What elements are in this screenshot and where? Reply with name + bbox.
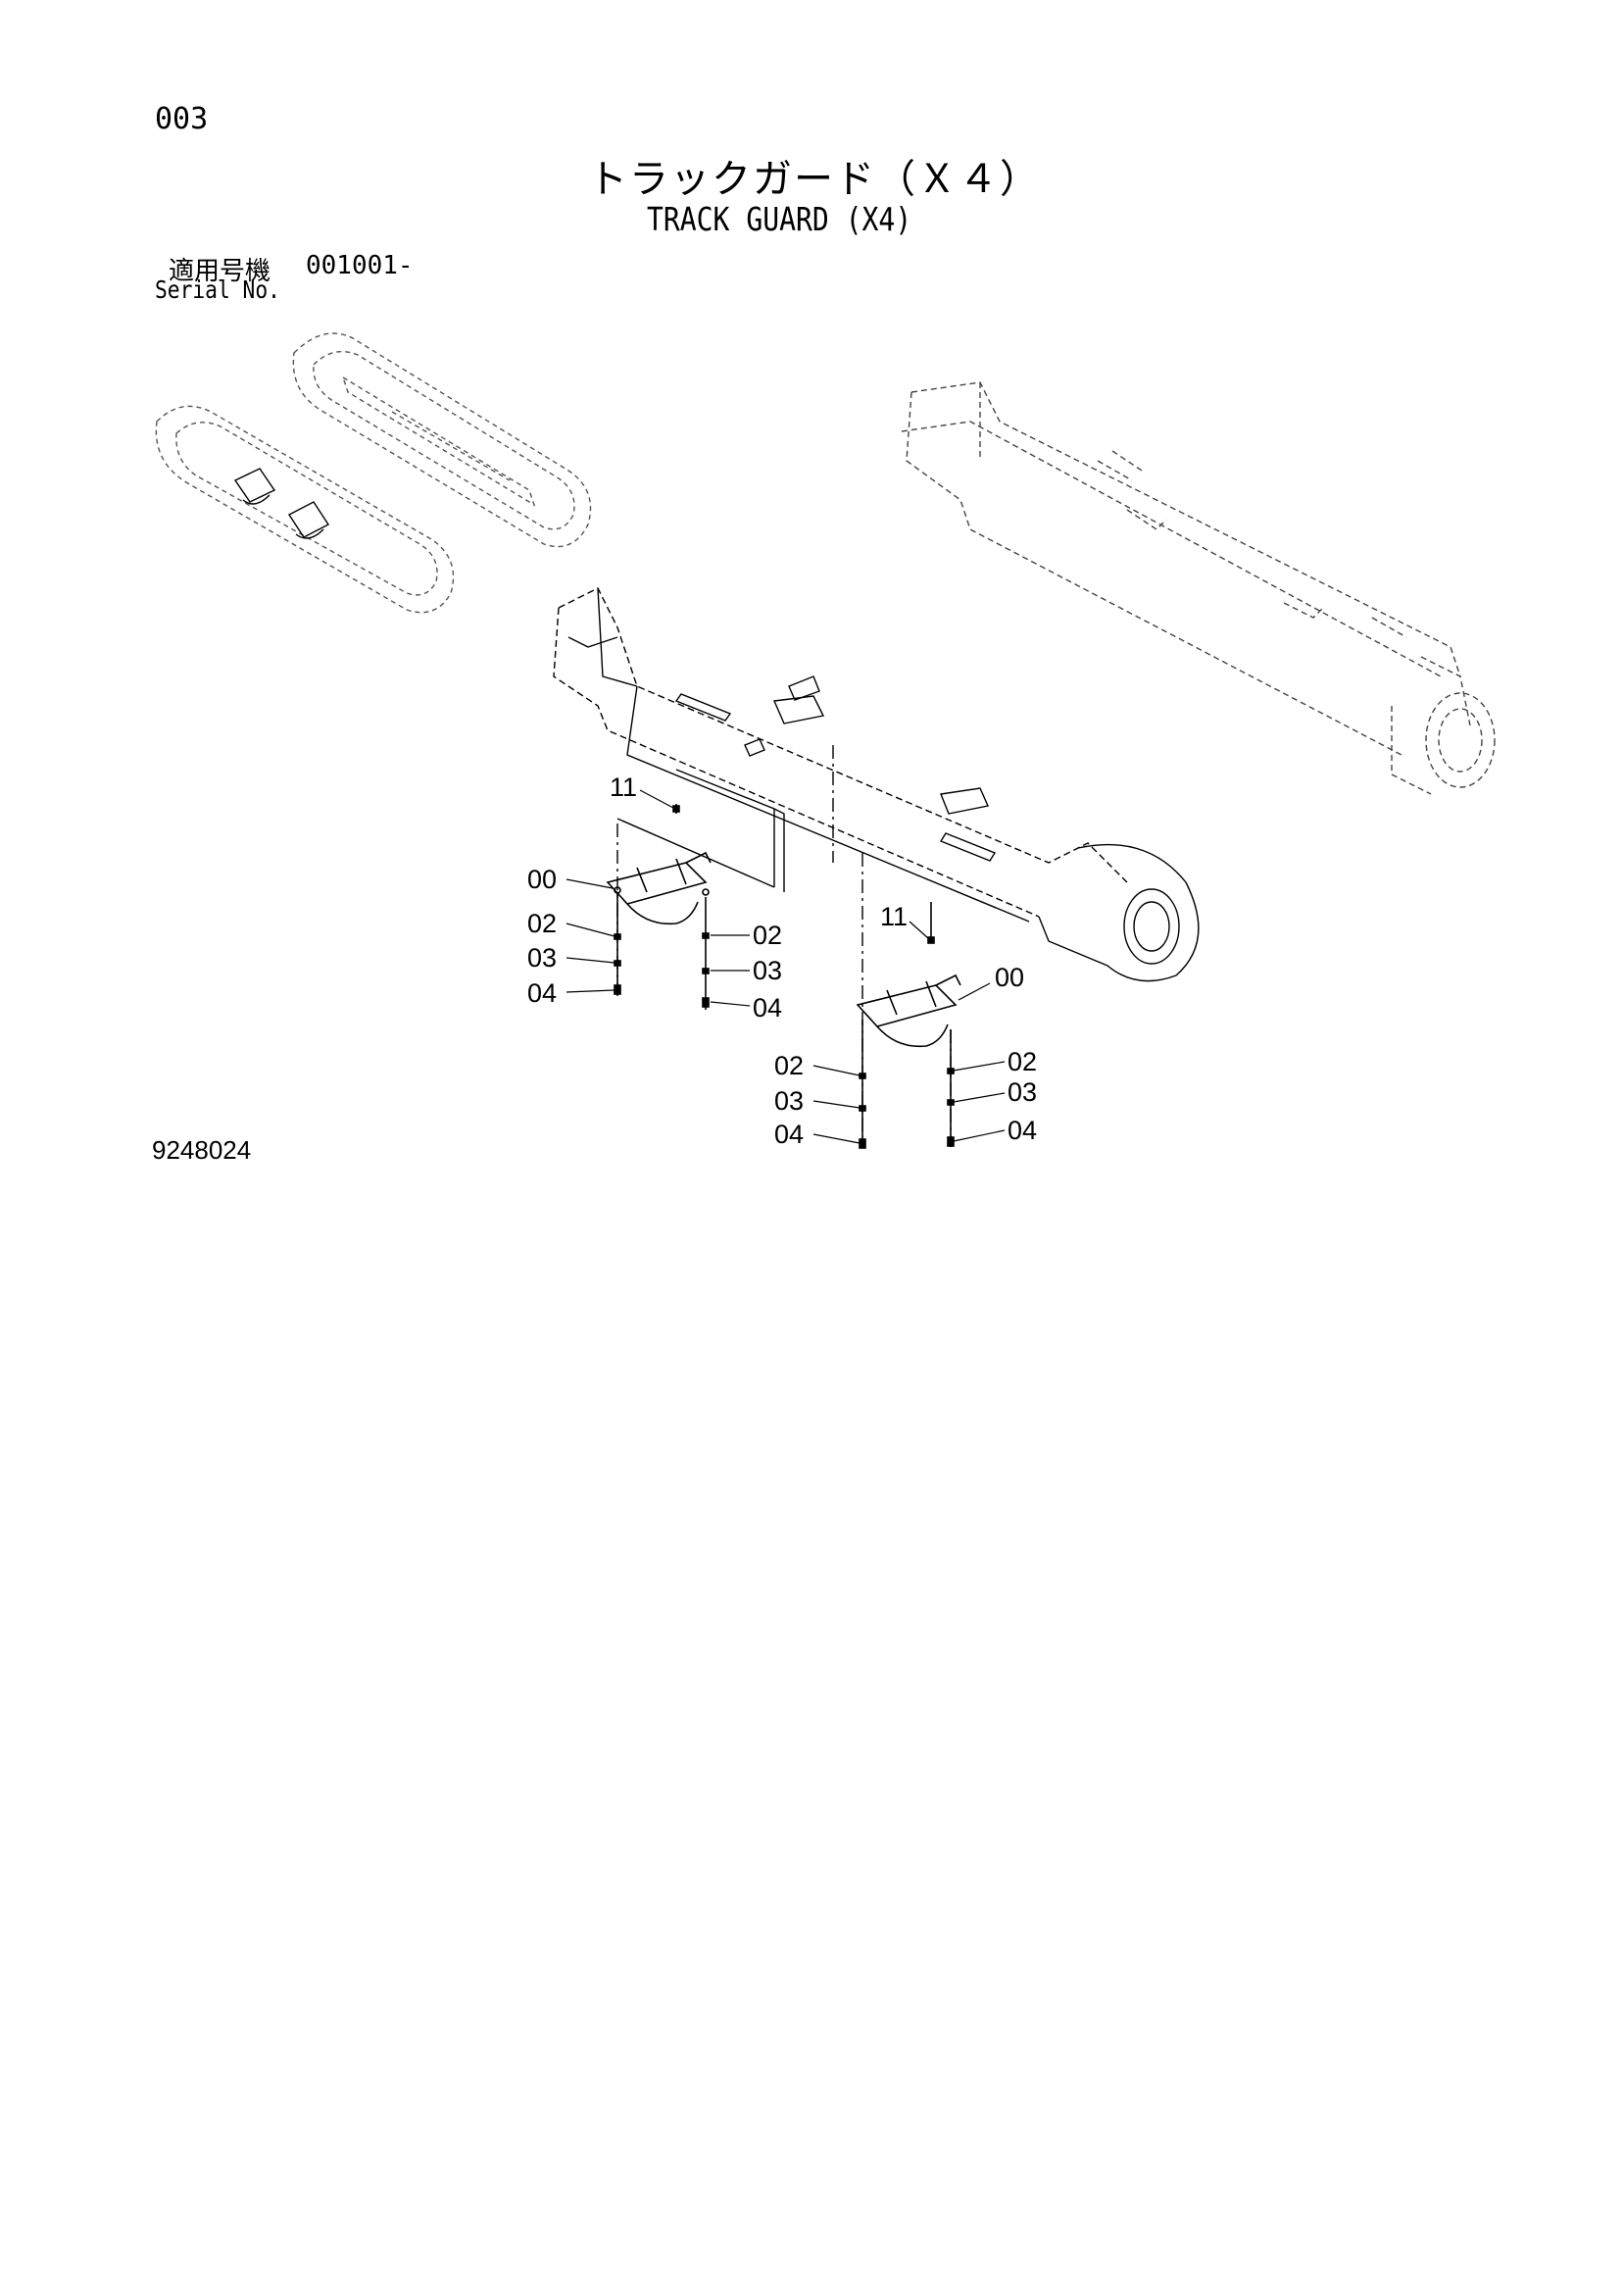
- callout-02: 02: [527, 909, 557, 938]
- callout-03: 03: [1008, 1077, 1037, 1107]
- title-english: TRACK GUARD (X4): [647, 200, 912, 238]
- serial-label-english: Serial No.: [155, 275, 280, 304]
- callout-labels: 00 02 03 04 02 03 04 11 11 00 02 03 04 0…: [527, 773, 1037, 1149]
- callout-04: 04: [753, 993, 782, 1023]
- callout-00: 00: [527, 865, 557, 894]
- overview-track-frame-rear: [292, 332, 592, 548]
- callout-03: 03: [753, 956, 782, 985]
- track-frame-rear: [901, 381, 1496, 795]
- callout-04: 04: [1008, 1116, 1037, 1145]
- overview-track-frame-front: [155, 405, 455, 614]
- overview-track-guards: [233, 468, 330, 539]
- track-guard-left: [606, 851, 712, 925]
- guard-outline-lines: [616, 769, 785, 892]
- serial-value: 001001-: [306, 251, 414, 280]
- callout-11: 11: [880, 902, 908, 931]
- bolt-stacks: [614, 804, 955, 1149]
- figure-number: 9248024: [152, 1135, 252, 1165]
- callout-03: 03: [527, 943, 557, 973]
- page-number: 003: [155, 102, 209, 136]
- track-frame-front: [553, 587, 1200, 982]
- callout-02: 02: [753, 921, 782, 950]
- callout-11: 11: [610, 773, 637, 802]
- title-japanese: トラックガード（Ｘ４）: [588, 157, 1041, 202]
- callout-03: 03: [774, 1086, 804, 1116]
- callout-00: 00: [995, 963, 1024, 992]
- leader-lines: [566, 789, 1006, 1144]
- callout-02: 02: [1008, 1047, 1037, 1076]
- serial-label-japanese: 適用号機: [169, 257, 271, 286]
- callout-02: 02: [774, 1051, 804, 1080]
- callout-04: 04: [774, 1120, 804, 1149]
- callout-04: 04: [527, 978, 557, 1008]
- track-guard-right: [856, 973, 961, 1048]
